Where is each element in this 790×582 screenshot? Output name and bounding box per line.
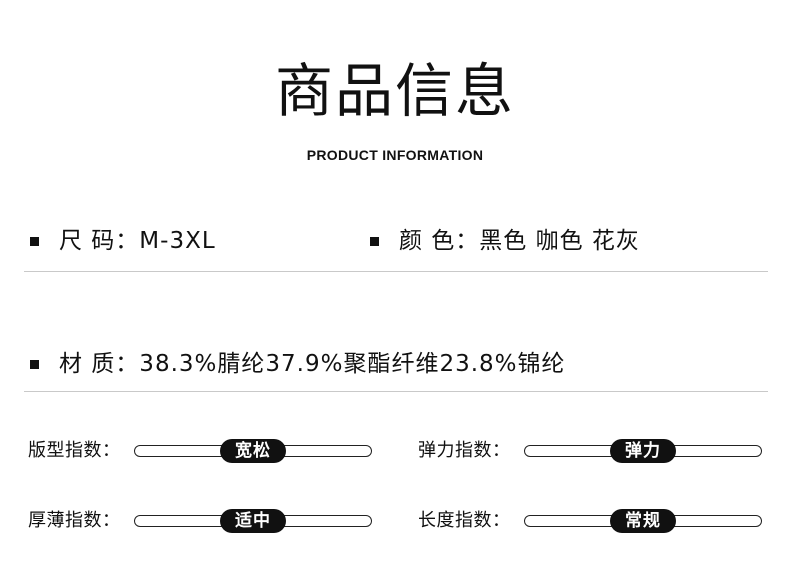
metric-label: 长度指数： <box>418 510 511 531</box>
stretch-metric: 弹力指数： 弹力 <box>418 436 762 466</box>
color-spec-text: 颜 色：黑色 咖色 花灰 <box>399 228 640 254</box>
bullet-square <box>30 359 39 369</box>
metric-label: 厚薄指数： <box>28 510 121 531</box>
scale-marker: 宽松 <box>220 439 286 463</box>
thickness-metric: 厚薄指数： 适中 <box>28 506 372 536</box>
bullet-square <box>30 236 39 246</box>
fit-metric: 版型指数： 宽松 <box>28 436 372 466</box>
size-spec-text: 尺 码：M-3XL <box>59 228 216 254</box>
material-spec: 材 质：38.3%腈纶37.9%聚酯纤维23.8%锦纶 <box>30 349 566 379</box>
fit-scale: 宽松 <box>134 439 372 463</box>
divider <box>24 391 768 392</box>
page-subtitle: PRODUCT INFORMATION <box>306 147 484 163</box>
length-metric: 长度指数： 常规 <box>418 506 762 536</box>
color-spec: 颜 色：黑色 咖色 花灰 <box>370 226 640 256</box>
size-spec: 尺 码：M-3XL <box>30 226 216 256</box>
metric-label: 版型指数： <box>28 440 121 461</box>
scale-marker: 常规 <box>610 509 676 533</box>
material-spec-text: 材 质：38.3%腈纶37.9%聚酯纤维23.8%锦纶 <box>59 351 566 377</box>
metric-label: 弹力指数： <box>418 440 511 461</box>
stretch-scale: 弹力 <box>524 439 762 463</box>
scale-marker: 弹力 <box>610 439 676 463</box>
bullet-square <box>370 236 379 246</box>
thickness-scale: 适中 <box>134 509 372 533</box>
page-title: 商品信息 <box>274 57 515 125</box>
scale-marker: 适中 <box>220 509 286 533</box>
length-scale: 常规 <box>524 509 762 533</box>
divider <box>24 271 768 272</box>
